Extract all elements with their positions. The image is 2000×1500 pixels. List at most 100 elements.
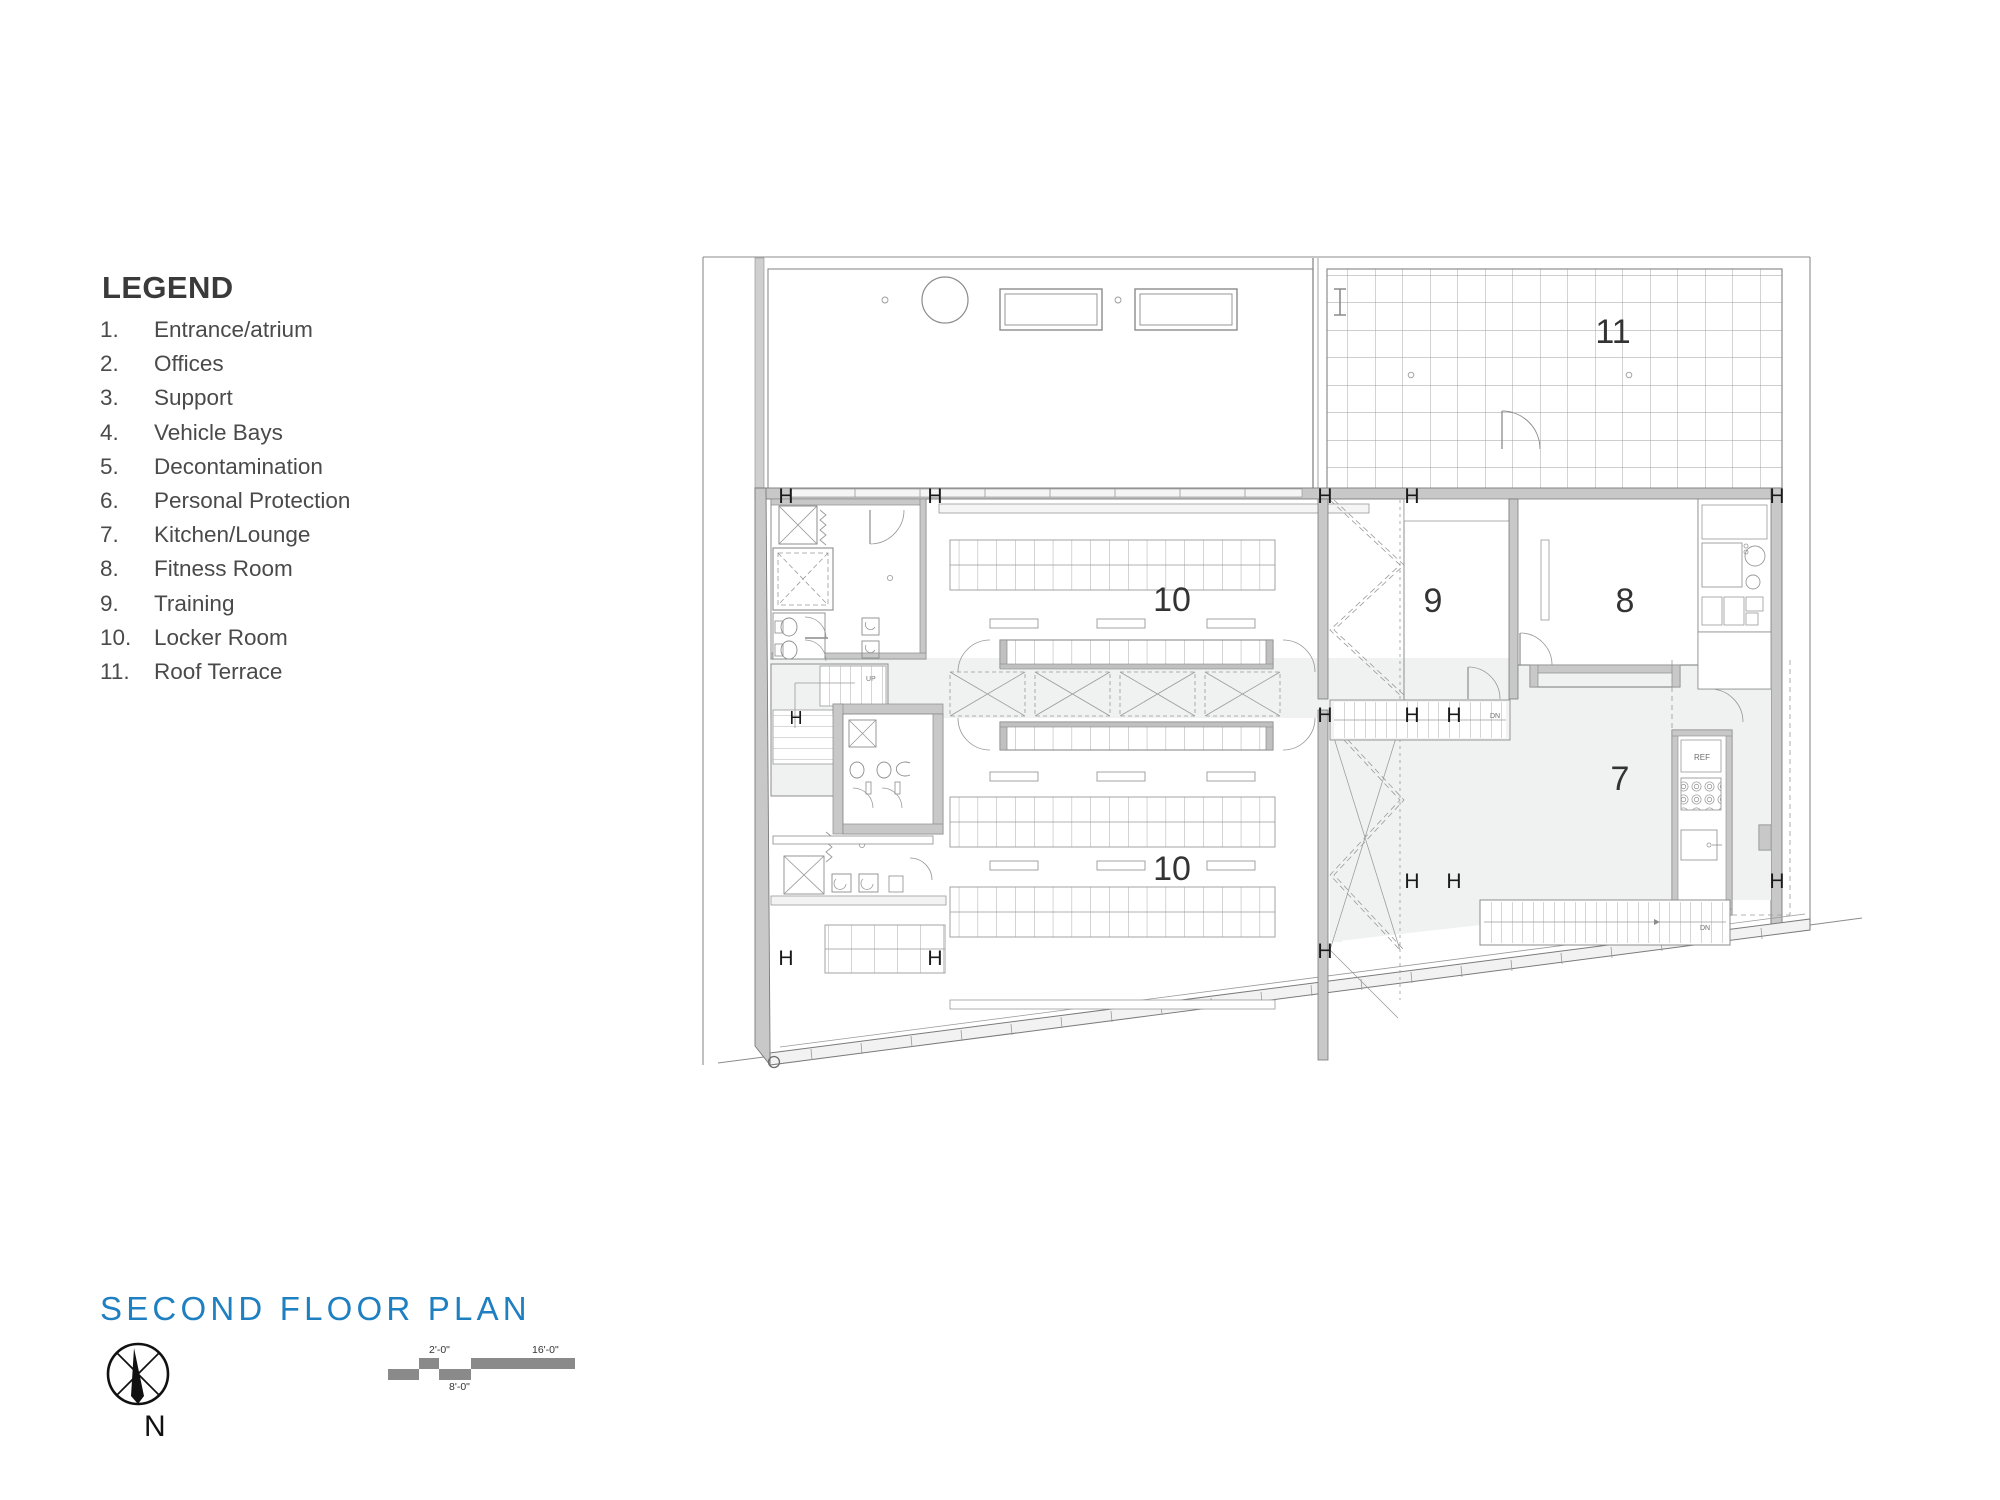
- legend-item-number: 9.: [100, 590, 119, 616]
- scale-seg: [439, 1369, 471, 1380]
- svg-text:DN: DN: [1700, 925, 1710, 932]
- room-label-10-lower: 10: [1153, 850, 1191, 888]
- opening-tag-H: H: [778, 947, 793, 970]
- door-swing-icon: [1709, 688, 1744, 723]
- north-arrow: N: [98, 1334, 208, 1454]
- svg-text:UP: UP: [866, 676, 876, 683]
- structural-bracing: [1329, 499, 1405, 1019]
- door-swing-icon: [804, 616, 827, 639]
- bench-icon: [1096, 771, 1146, 782]
- room-label-10-upper: 10: [1153, 581, 1191, 619]
- cabinet-icon: [1745, 612, 1759, 626]
- urinal-icon: [895, 761, 911, 777]
- door-swing-icon: [852, 787, 874, 809]
- legend-item-number: 11.: [100, 658, 130, 684]
- sink-icon: [1680, 829, 1718, 861]
- legend-item: 7.Kitchen/Lounge: [100, 518, 530, 552]
- legend-panel: LEGEND 1.Entrance/atrium 2.Offices 3.Sup…: [100, 272, 530, 689]
- sink-basin-icon: [1744, 545, 1766, 567]
- counter-icon: [1701, 504, 1768, 540]
- skylight-rect-icon: [1134, 288, 1238, 331]
- opening-tag-H: H: [1404, 704, 1419, 727]
- opening-tag-H: H: [1446, 870, 1461, 893]
- scale-label-large: 16'-0": [532, 1344, 559, 1356]
- legend-item-number: 1.: [100, 317, 119, 342]
- opening-tag-H: H: [1446, 704, 1461, 727]
- column-marker-icon: [1334, 288, 1346, 316]
- scale-label-mid: 8'-0": [449, 1381, 470, 1393]
- scale-bar: 2'-0" 16'-0" 8'-0": [388, 1344, 578, 1400]
- roof-drain-icon: [1625, 371, 1633, 379]
- bench-icon: [1096, 618, 1146, 629]
- svg-text:REF: REF: [1694, 753, 1710, 762]
- legend-item-label: Entrance/atrium: [154, 317, 313, 342]
- door-swing-icon: [957, 717, 991, 751]
- opening-tag-H: H: [778, 485, 793, 508]
- legend-item: 10.Locker Room: [100, 621, 530, 655]
- scale-seg: [388, 1369, 419, 1380]
- door-swing-icon: [881, 787, 903, 809]
- legend-item: 3.Support: [100, 381, 530, 415]
- door-swing-icon: [1519, 632, 1553, 666]
- kitchen-lounge: REF DN: [1479, 660, 1791, 946]
- scale-seg: [419, 1358, 439, 1369]
- toilet-icon: [780, 640, 798, 660]
- room-label-8: 8: [1616, 582, 1635, 620]
- opening-tag-H: H: [1769, 870, 1784, 893]
- legend-item-label: Kitchen/Lounge: [154, 522, 311, 548]
- central-partition: [1317, 498, 1329, 1061]
- sink-icon: [861, 617, 880, 636]
- legend-item: 4.Vehicle Bays: [100, 416, 530, 450]
- legend-item-label: Support: [154, 385, 233, 411]
- floor-drain-icon: [887, 575, 894, 582]
- opening-tag-H: H: [1317, 485, 1332, 508]
- sink-basin-icon: [1745, 574, 1761, 590]
- sink-icon: [861, 640, 880, 659]
- skylight-rect-icon: [999, 288, 1103, 331]
- upper-window-band: [789, 488, 1303, 498]
- cabinet-icon: [1723, 596, 1745, 626]
- urinal-icon: [849, 761, 865, 779]
- legend-item-number: 2.: [100, 351, 119, 377]
- legend-item: 2.Offices: [100, 347, 530, 381]
- locker-room-lower: [949, 717, 1316, 1010]
- room-label-7: 7: [1611, 760, 1630, 798]
- page-title: SECOND FLOOR PLAN: [100, 1290, 531, 1327]
- kitchenette-upper: [1697, 498, 1772, 723]
- scale-seg: [471, 1358, 575, 1369]
- left-support-core: UP: [770, 498, 947, 974]
- cabinet-icon: [1745, 596, 1764, 612]
- legend-item: 1. Entrance/atrium: [100, 313, 530, 347]
- legend-item-label: Training: [154, 590, 235, 616]
- legend-item: 5.Decontamination: [100, 450, 530, 484]
- legend-item-label: Decontamination: [154, 453, 323, 479]
- opening-tag-H: H: [1769, 485, 1784, 508]
- door-swing-icon: [869, 509, 905, 545]
- room-label-9: 9: [1424, 582, 1443, 620]
- legend-item-number: 6.: [100, 487, 119, 513]
- range-icon: [1701, 542, 1743, 588]
- corner-column-icon: [767, 1055, 781, 1069]
- locker-bank: [999, 639, 1274, 669]
- door-swing-icon: [957, 639, 991, 673]
- legend-item-label: Roof Terrace: [154, 658, 283, 684]
- legend-item: 8. Fitness Room: [100, 552, 530, 586]
- door-swing-icon: [1282, 717, 1316, 751]
- legend-item-label: Fitness Room: [154, 556, 293, 582]
- training-room: DN: [1329, 498, 1519, 741]
- legend-item: 6. Personal Protection: [100, 484, 530, 518]
- legend-item-label: Personal Protection: [154, 487, 351, 513]
- legend-list: 1. Entrance/atrium 2.Offices 3.Support 4.…: [100, 313, 530, 689]
- locker-room-upper: [938, 503, 1370, 717]
- legend-item-number: 8.: [100, 556, 119, 582]
- legend-item-number: 10.: [100, 624, 132, 650]
- legend-item-label: Vehicle Bays: [154, 419, 283, 445]
- bench-icon: [989, 860, 1039, 871]
- scale-label-small: 2'-0": [429, 1344, 450, 1356]
- opening-tag-H: H: [927, 485, 942, 508]
- door-swing-icon: [1282, 639, 1316, 673]
- north-arrow-icon: [106, 1342, 170, 1406]
- urinal-icon: [876, 761, 892, 779]
- toilet-icon: [780, 617, 798, 637]
